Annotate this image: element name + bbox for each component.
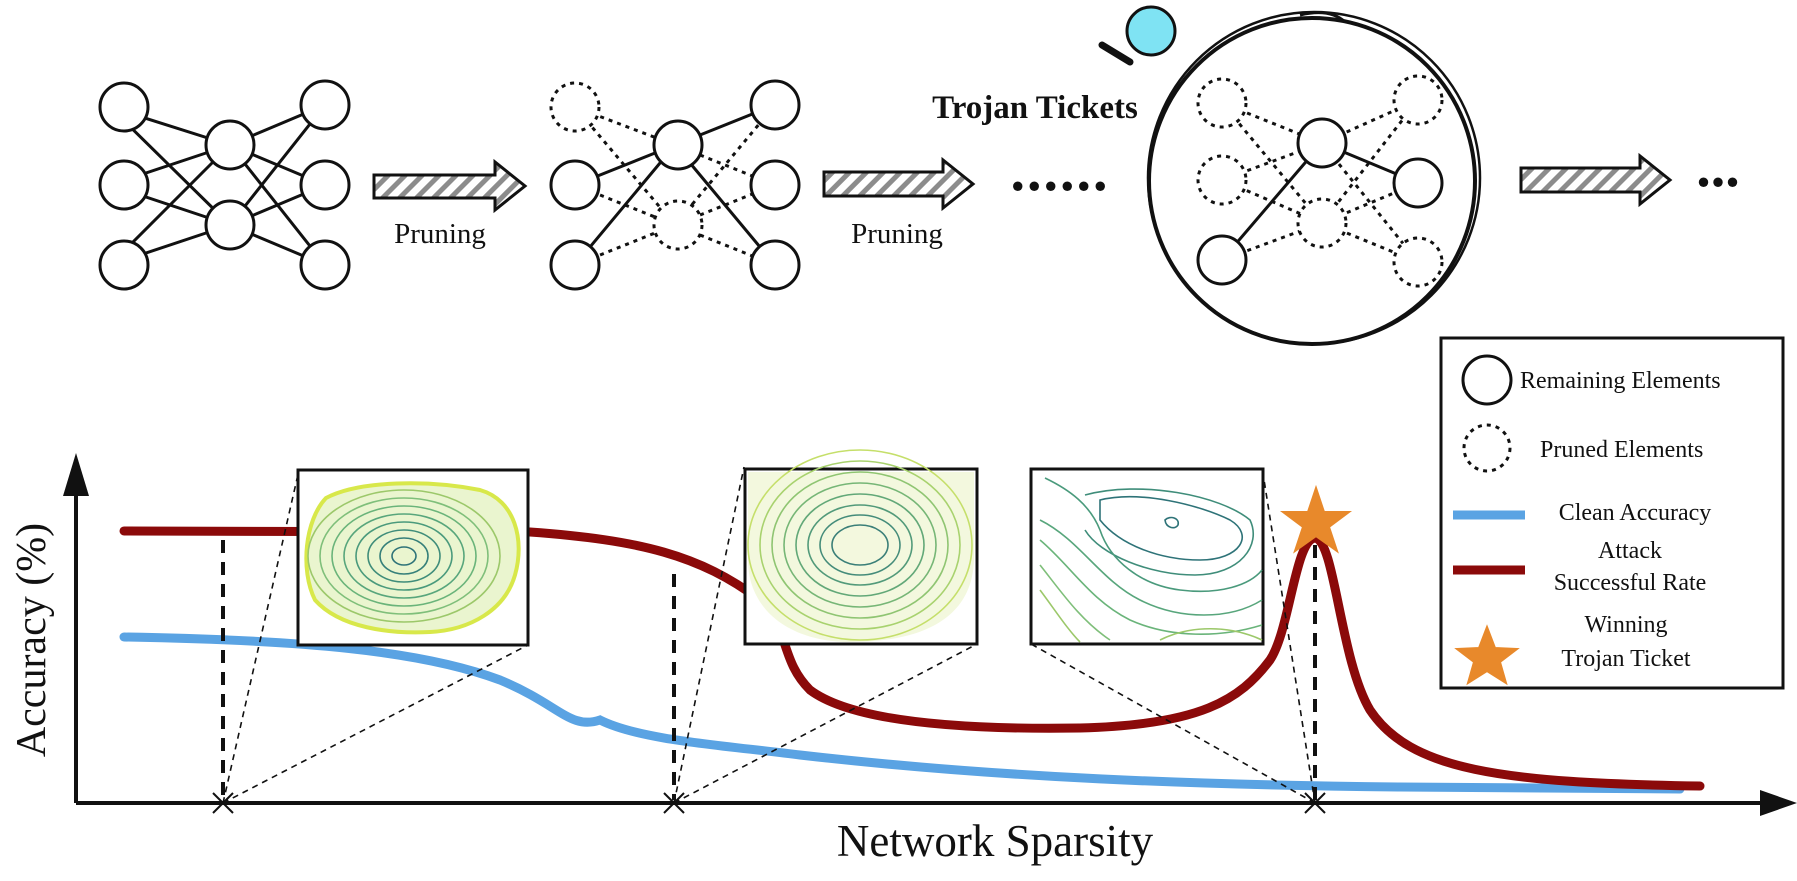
pruning-label-1: Pruning xyxy=(394,218,486,250)
legend: Remaining Elements Pruned Elements Clean… xyxy=(1439,336,1785,690)
legend-attack-label-2: Successful Rate xyxy=(1554,570,1707,596)
network-trojan-ticket xyxy=(1196,74,1444,288)
loss-landscape-1 xyxy=(296,468,530,647)
arrow-icon xyxy=(822,156,976,212)
x-axis-label: Network Sparsity xyxy=(837,816,1154,866)
ellipsis-end: ... xyxy=(1696,134,1740,199)
network-full xyxy=(98,79,351,291)
legend-winning-label-1: Winning xyxy=(1584,612,1667,638)
ellipsis-mid: ...... xyxy=(1011,138,1110,203)
pruning-label-2: Pruning xyxy=(851,218,943,250)
magnifier-icon xyxy=(1098,5,1177,66)
legend-pruned-label: Pruned Elements xyxy=(1540,437,1703,463)
trojan-ticket-circle xyxy=(1146,10,1482,346)
network-pruned-once xyxy=(549,79,801,291)
projection-lines xyxy=(222,466,1316,804)
arrow-icon xyxy=(372,158,528,214)
y-axis-label: Accuracy (%) xyxy=(9,523,55,757)
loss-landscape-3 xyxy=(1029,467,1265,646)
arrow-icon xyxy=(1519,152,1673,208)
legend-remaining-icon xyxy=(1461,354,1513,406)
legend-pruned-icon xyxy=(1462,423,1512,473)
clean-accuracy-curve xyxy=(119,632,1685,794)
star-icon xyxy=(1454,624,1520,686)
trojan-tickets-label: Trojan Tickets xyxy=(932,90,1138,126)
legend-attack-label-1: Attack xyxy=(1598,538,1662,564)
loss-landscape-2 xyxy=(743,449,979,646)
legend-remaining-label: Remaining Elements xyxy=(1520,368,1721,394)
star-icon xyxy=(1280,484,1352,554)
legend-clean-label: Clean Accuracy xyxy=(1559,500,1712,526)
legend-winning-label-2: Trojan Ticket xyxy=(1561,646,1690,672)
plot-axes xyxy=(63,453,1797,816)
